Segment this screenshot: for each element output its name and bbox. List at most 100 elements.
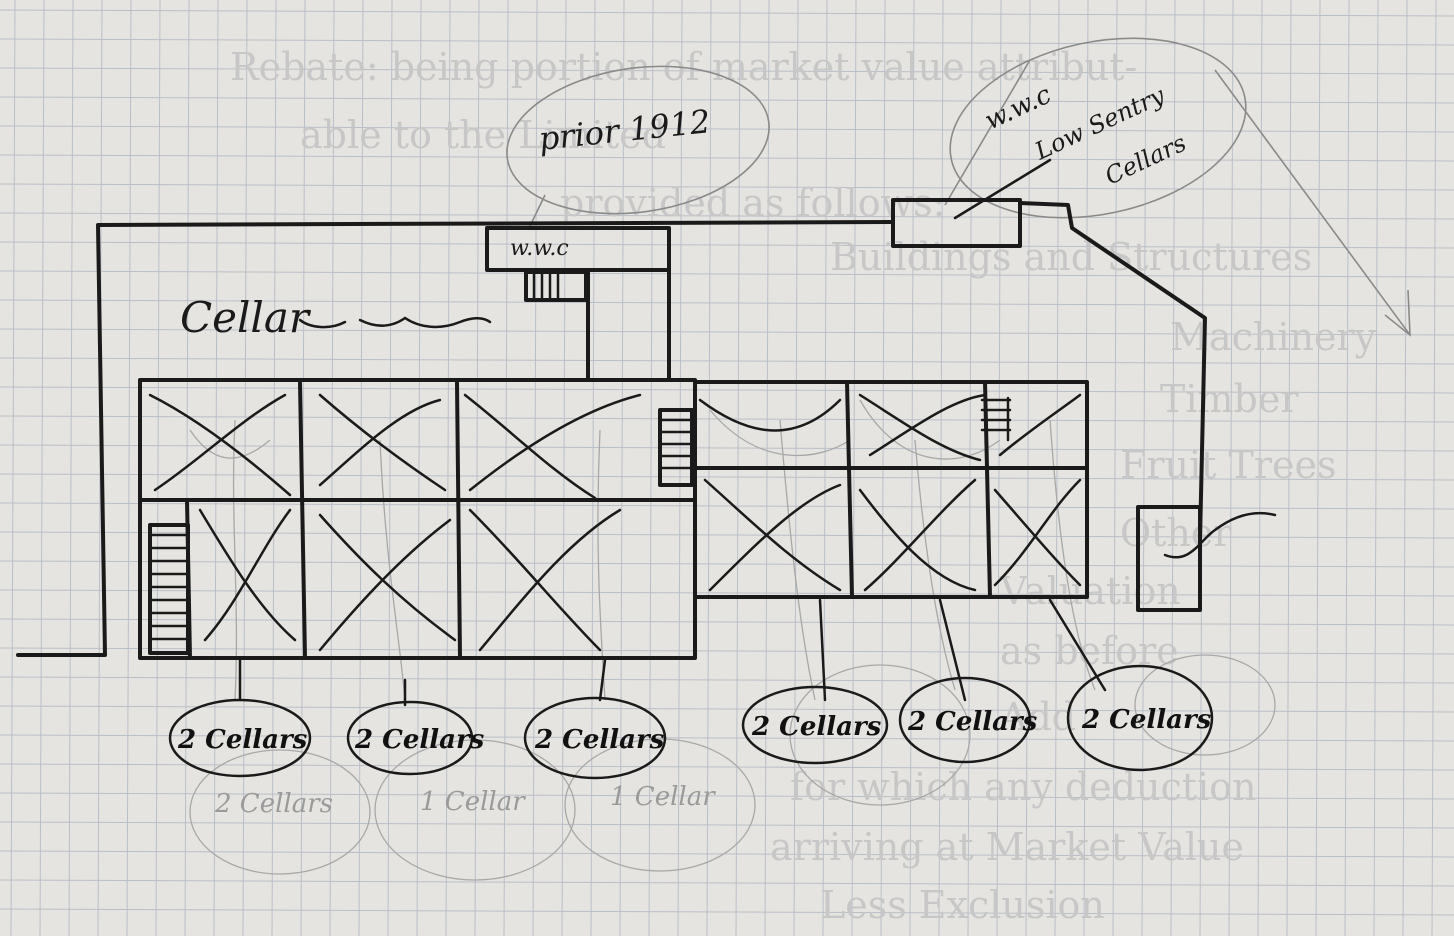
- cellar-x-6: [468, 508, 622, 652]
- ghost-label-2: 1 Cellar: [420, 787, 526, 817]
- cellar-div-2: [455, 381, 462, 660]
- bleed-line-7: Fruit Trees: [1120, 443, 1337, 487]
- cellar-div-3: [845, 380, 854, 599]
- grid-row: [0, 850, 1454, 858]
- grid-row: [0, 763, 1454, 771]
- grid-col: [329, 0, 335, 936]
- grid-col: [1257, 0, 1263, 936]
- long-arrow-head: [1384, 289, 1411, 337]
- wwc-note-pointer: [944, 59, 1031, 206]
- prior-bubble: [506, 65, 770, 215]
- cellar-label-2: 2 Cellars: [354, 725, 485, 755]
- grid-col: [1170, 0, 1176, 936]
- cellar-x-7: [698, 398, 842, 432]
- grid-row: [0, 386, 1454, 394]
- grid-col: [155, 0, 161, 936]
- bleed-line-6: Timber: [1160, 377, 1299, 421]
- leader-4: [818, 598, 827, 702]
- cellar-block-right: [693, 380, 1089, 599]
- grid-row: [0, 212, 1454, 220]
- grid-col: [561, 0, 567, 936]
- cellar-note-squiggle: [358, 316, 492, 329]
- ghost-label-3: 1 Cellar: [610, 782, 716, 812]
- cellar-label-6: 2 Cellars: [1081, 705, 1212, 735]
- grid-row: [0, 357, 1454, 365]
- pencil-curve-a: [709, 409, 851, 457]
- grid-col: [213, 0, 219, 936]
- grid-row: [0, 821, 1454, 829]
- stair-mid: [658, 408, 694, 487]
- grid-row: [0, 473, 1454, 481]
- bleed-line-9: Valuation: [999, 569, 1181, 613]
- grid-row: [0, 444, 1454, 452]
- cellar-label-5: 2 Cellars: [907, 707, 1038, 737]
- stair-top-box: [524, 270, 588, 302]
- bleed-line-2: able to the Limited: [300, 113, 666, 157]
- cellar-label-1: 2 Cellars: [177, 725, 308, 755]
- stair-left-rungs: [150, 533, 188, 641]
- grid-col: [416, 0, 422, 936]
- cellar-div-4: [983, 380, 992, 599]
- pencil-curve-c: [189, 429, 271, 459]
- ghost-bubble-3: [564, 738, 756, 872]
- grid-col: [1402, 0, 1408, 936]
- cellar-x-12: [993, 478, 1082, 587]
- outer-wall-right: [1018, 201, 1207, 542]
- leader-5: [938, 598, 967, 702]
- cellar-bubble-3: [523, 696, 667, 780]
- cellar-x-9: [998, 393, 1082, 457]
- grid-col: [648, 0, 654, 936]
- ghost-bubble-4: [789, 664, 971, 806]
- grid-row: [0, 96, 1454, 104]
- grid-col: [474, 0, 480, 936]
- grid-row: [0, 270, 1454, 278]
- prior-bubble-tail: [529, 194, 546, 227]
- cellar-label-4: 2 Cellars: [751, 712, 882, 742]
- bleed-line-13: arriving at Market Value: [770, 825, 1244, 869]
- ghost-bubble-5: [1134, 654, 1276, 756]
- grid-row: [0, 125, 1454, 133]
- stair-top-rungs: [532, 272, 560, 300]
- grid-row: [0, 154, 1454, 162]
- bleed-line-5: Machinery: [1170, 315, 1377, 359]
- cellar-x-1: [148, 393, 292, 497]
- cellar-bubbles: 2 Cellars 2 Cellars 2 Cellars 2 Cellars …: [168, 664, 1214, 780]
- ghost-bubble-1: [189, 749, 371, 875]
- grid-row: [0, 705, 1454, 713]
- grid-col: [445, 0, 451, 936]
- bleed-line-3: provided as follows:: [560, 181, 945, 225]
- grid-row: [0, 415, 1454, 423]
- small-room-right: [1136, 505, 1202, 612]
- grid-col: [590, 0, 596, 936]
- grid-row: [0, 879, 1454, 887]
- grid-col: [1228, 0, 1234, 936]
- cellar-bubble-6: [1066, 664, 1214, 772]
- cellar-note: Cellar: [180, 293, 312, 342]
- wwc-note-bubble: [949, 37, 1247, 219]
- cellar-x-10: [703, 478, 842, 592]
- grid-row: [0, 647, 1454, 655]
- bleed-line-14: Less Exclusion: [820, 883, 1105, 927]
- pencil-marks: 2 Cellars 1 Cellar 1 Cellar: [189, 37, 1411, 881]
- cellar-div-1: [298, 381, 307, 660]
- cellar-x-5: [318, 513, 457, 652]
- cellar-bubble-4: [741, 685, 889, 765]
- stair-right-rungs: [980, 396, 1012, 442]
- cellar-x-4: [198, 508, 297, 642]
- pencil-leader-6: [1049, 419, 1096, 691]
- grid-col: [242, 0, 248, 936]
- grid-col: [10, 0, 16, 936]
- grid-row: [0, 792, 1454, 800]
- stair-left: [148, 523, 190, 655]
- grid-col: [387, 0, 393, 936]
- grid-col: [1112, 0, 1118, 936]
- grid-row: [0, 67, 1454, 75]
- grid-col: [1344, 0, 1350, 936]
- cellar-x-8: [858, 393, 987, 462]
- grid-row: [0, 560, 1454, 568]
- cellar-bubble-2: [346, 700, 474, 776]
- leader-6: [1048, 598, 1107, 692]
